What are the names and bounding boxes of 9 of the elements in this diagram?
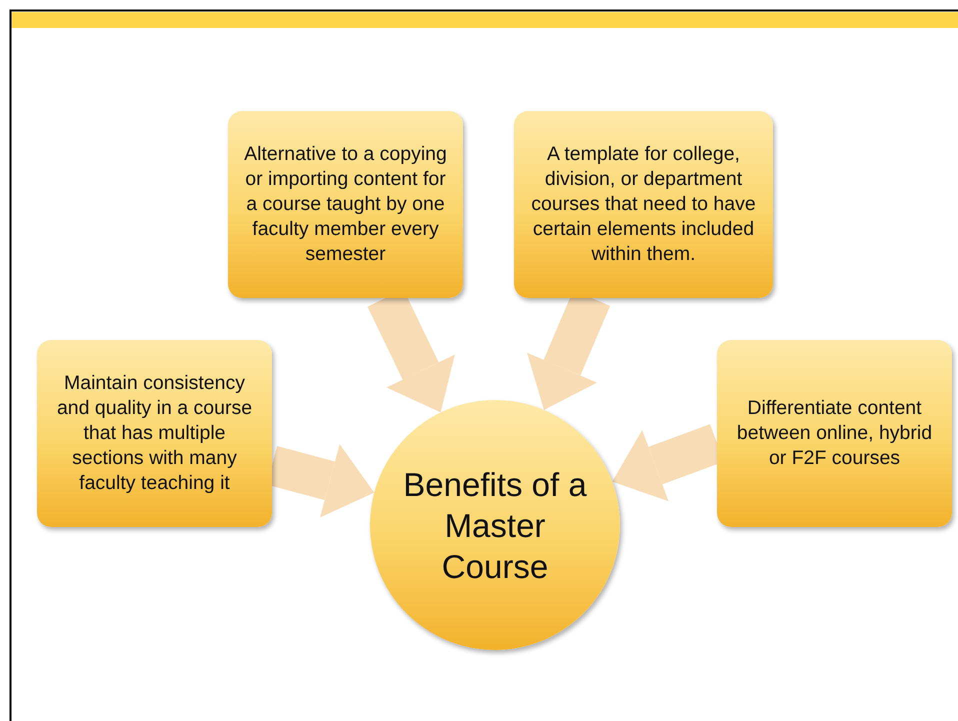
benefit-box bbox=[717, 340, 952, 527]
benefit-box bbox=[37, 340, 272, 527]
benefit-text: Maintain consistency and quality in a course that has multiple sections with many faculty teaching it bbox=[56, 371, 254, 496]
benefit-box bbox=[514, 111, 773, 298]
center-title: Benefits of a Master Course bbox=[402, 464, 588, 586]
benefit-text: Differentiate content between online, hybrid or F2F courses bbox=[736, 396, 934, 471]
benefit-box bbox=[228, 111, 463, 298]
benefit-text: A template for college, division, or department courses that need to have certain elements included within them. bbox=[530, 142, 757, 267]
benefit-text: Alternative to a copying or importing content for a course taught by one faculty member every semester bbox=[243, 142, 448, 267]
